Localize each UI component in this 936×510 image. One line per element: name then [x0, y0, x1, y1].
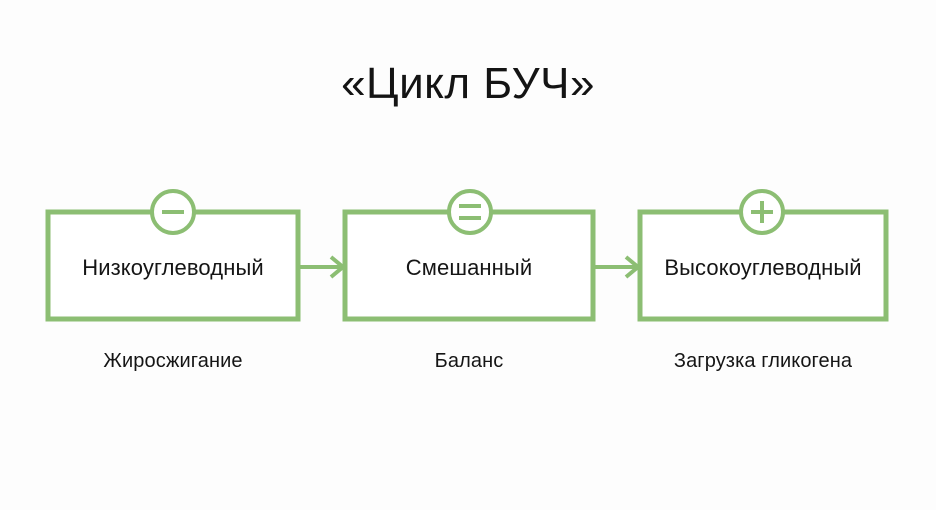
node-caption-low-carb: Жиросжигание: [103, 350, 243, 372]
connector-mixed-to-high-carb: [595, 255, 642, 279]
badge-low-carb[interactable]: [150, 189, 196, 235]
equals-badge-icon[interactable]: [447, 189, 493, 235]
connector-low-carb-to-mixed: [300, 255, 347, 279]
badge-mixed[interactable]: [447, 189, 493, 235]
arrowhead-icon: [329, 255, 347, 279]
node-label-mixed: Смешанный: [405, 255, 533, 280]
arrowhead-icon: [624, 255, 642, 279]
node-label-low-carb: Низкоуглеводный: [82, 255, 264, 280]
node-caption-high-carb: Загрузка гликогена: [673, 350, 853, 372]
node-caption-mixed: Баланс: [434, 350, 504, 372]
node-label-high-carb: Высокоуглеводный: [664, 255, 862, 280]
page-title: «Цикл БУЧ»: [341, 59, 595, 108]
badge-high-carb[interactable]: [739, 189, 785, 235]
